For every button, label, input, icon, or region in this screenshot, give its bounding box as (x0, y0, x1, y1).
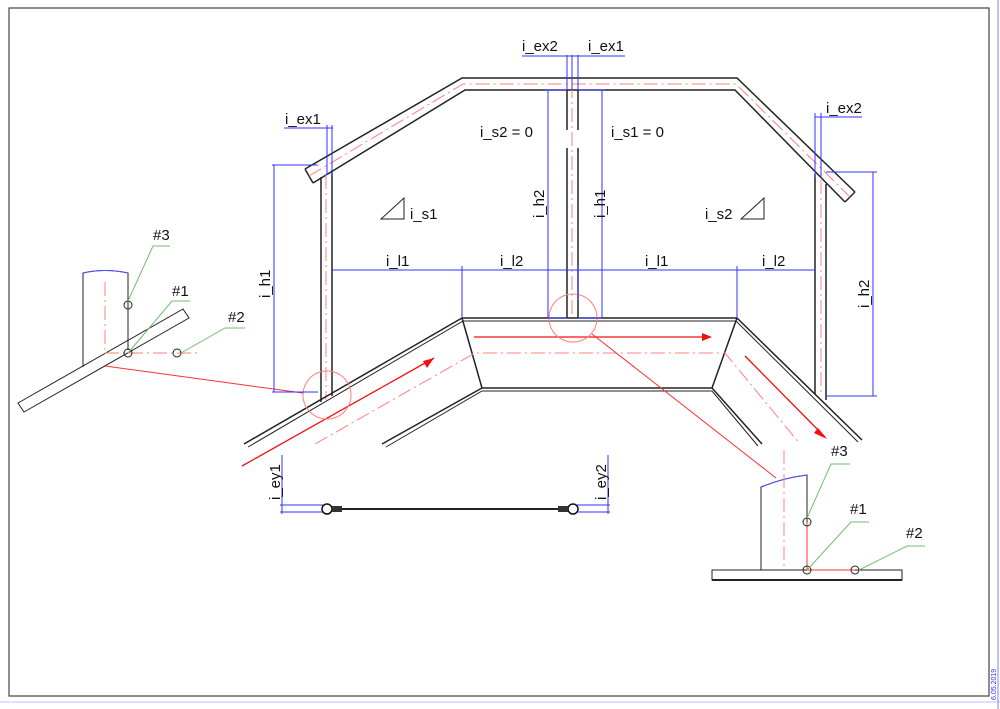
label-i-s2-eq: i_s2 = 0 (480, 124, 533, 141)
detail-left-tag-3: #3 (153, 227, 170, 244)
detail-left-tag-1: #1 (172, 283, 189, 300)
label-i-ex2-top: i_ex2 (522, 38, 558, 55)
label-i-l1-right: i_l1 (645, 253, 668, 270)
left-post (320, 170, 333, 402)
right-post (814, 174, 827, 400)
slope-triangle-right-icon (739, 196, 765, 220)
drawing-date: 6.05.2019 (991, 669, 998, 700)
label-i-h1-center: i_h1 (592, 190, 609, 218)
detail-right-tag-3: #3 (831, 443, 848, 460)
center-post (566, 60, 579, 318)
dimensions (272, 55, 877, 514)
label-i-s2: i_s2 (705, 206, 733, 223)
detail-right (711, 450, 925, 581)
slope-triangle-left-icon (379, 196, 405, 220)
detail-markers (104, 293, 777, 479)
tension-cable (321, 503, 579, 515)
detail-left-tag-2: #2 (228, 309, 245, 326)
label-i-ex1-top: i_ex1 (588, 38, 624, 55)
label-i-h2-center: i_h2 (531, 190, 548, 218)
detail-left (17, 245, 245, 413)
label-i-ex2-right: i_ex2 (826, 100, 862, 117)
detail-right-tag-2: #2 (906, 525, 923, 542)
label-i-l1-left: i_l1 (386, 253, 409, 270)
label-i-h1-left: i_h1 (257, 270, 274, 298)
lower-rail (241, 317, 863, 467)
label-i-l2-right: i_l2 (762, 253, 785, 270)
label-i-l2-left: i_l2 (500, 253, 523, 270)
label-i-ey1: i_ey1 (267, 464, 284, 500)
label-i-ey2: i_ey2 (593, 464, 610, 500)
label-i-h2-right: i_h2 (856, 280, 873, 308)
label-i-s1: i_s1 (410, 206, 438, 223)
label-i-s1-eq: i_s1 = 0 (611, 124, 664, 141)
gable-top-rail (304, 77, 856, 203)
label-i-ex1-left: i_ex1 (285, 111, 321, 128)
detail-right-tag-1: #1 (850, 501, 867, 518)
